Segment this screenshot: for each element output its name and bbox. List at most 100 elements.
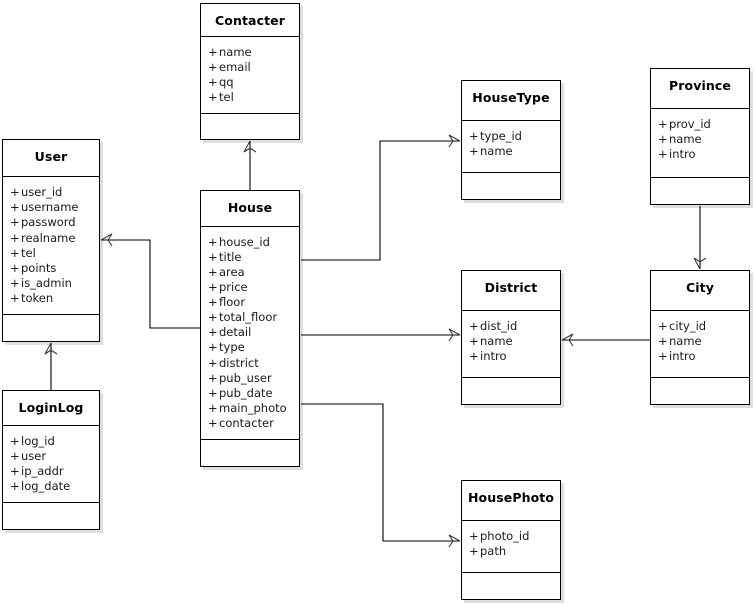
connector-province-to-city [693, 206, 707, 270]
uml-attribute-row: +total_floor [208, 310, 299, 325]
visibility-marker-icon: + [469, 319, 479, 333]
uml-class-house[interactable]: House+house_id+title+area+price+floor+to… [200, 190, 300, 467]
uml-attribute-label: photo_id [480, 529, 530, 543]
uml-class-province[interactable]: Province+prov_id+name+intro [650, 68, 750, 205]
uml-attribute-label: realname [21, 230, 76, 245]
uml-attribute-row: +intro [469, 349, 560, 364]
uml-attribute-label: points [21, 260, 57, 275]
uml-class-housephoto[interactable]: HousePhoto+photo_id+path [461, 480, 561, 600]
visibility-marker-icon: + [10, 260, 20, 275]
arrowhead-icon [448, 534, 461, 548]
uml-class-user[interactable]: User+user_id+username+password+realname+… [2, 139, 100, 342]
uml-attribute-label: floor [219, 295, 246, 310]
visibility-marker-icon: + [208, 45, 218, 59]
uml-attribute-label: name [480, 334, 513, 349]
uml-attribute-row: +contacter [208, 416, 299, 431]
uml-attribute-label: type [219, 340, 245, 355]
arrowhead-icon [44, 342, 58, 355]
visibility-marker-icon: + [208, 400, 218, 415]
uml-attribute-label: user [21, 448, 47, 463]
uml-class-name-province: Province [651, 69, 749, 109]
uml-attribute-row: +type [208, 340, 299, 355]
uml-class-housetype[interactable]: HouseType+type_id+name [461, 80, 561, 200]
visibility-marker-icon: + [208, 75, 218, 90]
uml-class-loginlog[interactable]: LoginLog+log_id+user+ip_addr+log_date [2, 390, 100, 530]
uml-attributes-loginlog: +log_id+user+ip_addr+log_date [3, 426, 99, 503]
arrowhead-icon [693, 257, 707, 270]
visibility-marker-icon: + [469, 144, 479, 159]
connector-line [301, 403, 460, 542]
visibility-marker-icon: + [208, 340, 218, 355]
visibility-marker-icon: + [10, 290, 20, 305]
visibility-marker-icon: + [208, 90, 218, 105]
visibility-marker-icon: + [658, 349, 668, 364]
uml-attribute-row: +log_id [10, 434, 99, 449]
visibility-marker-icon: + [208, 264, 218, 279]
uml-attributes-housetype: +type_id+name [462, 121, 560, 173]
connector-loginlog-to-user [44, 342, 58, 390]
uml-attribute-label: pub_user [219, 370, 272, 385]
uml-class-name-district: District [462, 271, 560, 311]
uml-attribute-label: tel [21, 245, 36, 260]
uml-attribute-row: +realname [10, 231, 99, 246]
arrowhead-icon [243, 140, 257, 153]
visibility-marker-icon: + [10, 200, 20, 215]
uml-attribute-row: +email [208, 60, 299, 75]
uml-attribute-row: +prov_id [658, 117, 749, 132]
uml-attribute-label: name [669, 334, 702, 349]
uml-attribute-row: +ip_addr [10, 464, 99, 479]
uml-attribute-row: +tel [208, 90, 299, 105]
uml-attribute-row: +intro [658, 349, 749, 364]
visibility-marker-icon: + [10, 275, 20, 290]
visibility-marker-icon: + [208, 385, 218, 400]
uml-class-name-city: City [651, 271, 749, 311]
uml-attribute-label: dist_id [480, 319, 518, 333]
uml-operations-user [3, 315, 99, 341]
uml-attribute-row: +main_photo [208, 401, 299, 416]
uml-attribute-label: is_admin [21, 275, 72, 290]
uml-class-name-contacter: Contacter [201, 4, 299, 37]
visibility-marker-icon: + [658, 334, 668, 349]
uml-operations-loginlog [3, 503, 99, 529]
visibility-marker-icon: + [10, 185, 20, 200]
uml-attribute-row: +pub_user [208, 371, 299, 386]
uml-attribute-label: password [21, 215, 76, 230]
visibility-marker-icon: + [658, 132, 668, 147]
uml-operations-province [651, 178, 749, 204]
uml-attribute-row: +intro [658, 147, 749, 162]
uml-attribute-row: +user [10, 449, 99, 464]
uml-attribute-label: intro [669, 349, 696, 364]
uml-attribute-row: +price [208, 280, 299, 295]
uml-attribute-label: contacter [219, 415, 274, 430]
arrowhead-icon [448, 328, 461, 342]
uml-attribute-label: pub_date [219, 385, 273, 400]
uml-class-city[interactable]: City+city_id+name+intro [650, 270, 750, 405]
uml-attribute-row: +points [10, 261, 99, 276]
uml-operations-housetype [462, 173, 560, 199]
visibility-marker-icon: + [469, 334, 479, 349]
uml-attributes-housephoto: +photo_id+path [462, 521, 560, 573]
uml-class-contacter[interactable]: Contacter+name+email+qq+tel [200, 3, 300, 140]
uml-attributes-user: +user_id+username+password+realname+tel+… [3, 177, 99, 315]
visibility-marker-icon: + [10, 448, 20, 463]
uml-attribute-row: +pub_date [208, 386, 299, 401]
uml-class-name-housephoto: HousePhoto [462, 481, 560, 521]
uml-attribute-row: +city_id [658, 319, 749, 334]
uml-attribute-label: area [219, 264, 245, 279]
connector-line [301, 140, 460, 261]
uml-operations-district [462, 378, 560, 404]
visibility-marker-icon: + [658, 319, 668, 333]
uml-attribute-row: +name [208, 45, 299, 60]
visibility-marker-icon: + [208, 249, 218, 264]
uml-class-district[interactable]: District +dist_id+name+intro [461, 270, 561, 405]
visibility-marker-icon: + [469, 129, 479, 143]
visibility-marker-icon: + [208, 370, 218, 385]
uml-attribute-row: +name [469, 334, 560, 349]
visibility-marker-icon: + [208, 60, 218, 75]
connector-house-to-contacter [243, 140, 257, 190]
uml-attribute-label: city_id [669, 319, 707, 333]
uml-attribute-row: +is_admin [10, 276, 99, 291]
uml-class-name-house: House [201, 191, 299, 227]
uml-attribute-row: +token [10, 291, 99, 306]
